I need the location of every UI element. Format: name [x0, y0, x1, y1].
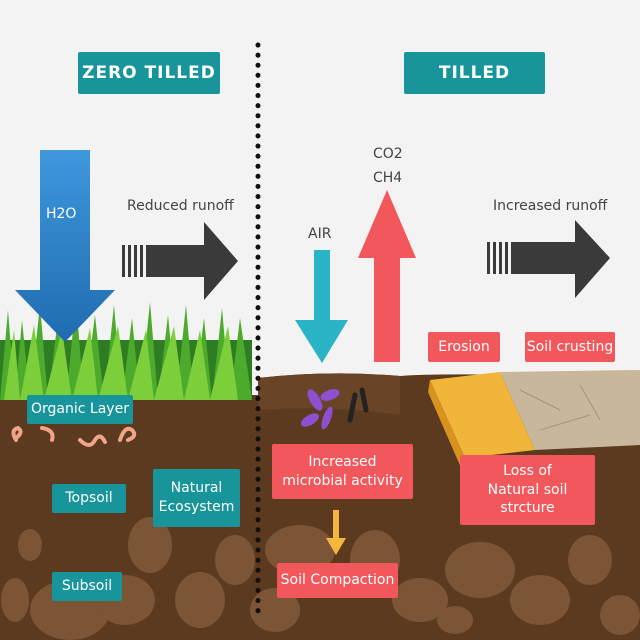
crusted-slab: [500, 370, 640, 450]
soil-compaction-label: Soil Compaction: [277, 563, 398, 598]
compaction-arrow-icon: [326, 510, 346, 555]
header-tilled: TILLED: [404, 52, 545, 94]
rocks: [1, 517, 640, 640]
air-arrow-icon: [295, 250, 348, 363]
erosion-label: Erosion: [428, 332, 500, 362]
microbes: [300, 389, 340, 430]
eroded-slab: [430, 372, 535, 458]
gas-emission-arrow-icon: [358, 190, 416, 362]
air-label: AIR: [308, 226, 332, 242]
microbial-activity-label: Increased microbial activity: [272, 444, 413, 499]
topsoil-label: Topsoil: [52, 484, 126, 513]
increased-runoff-arrow-icon: [487, 220, 610, 298]
ch4-label: CH4: [373, 170, 403, 186]
reduced-runoff-label: Reduced runoff: [127, 198, 234, 214]
increased-runoff-label: Increased runoff: [493, 198, 608, 214]
grass: [0, 300, 252, 400]
natural-ecosystem-label: Natural Ecosystem: [153, 469, 240, 527]
header-zero-tilled: ZERO TILLED: [78, 52, 220, 94]
co2-label: CO2: [373, 146, 403, 162]
water-arrow-icon: [15, 150, 115, 342]
soil-structure-loss-label: Loss of Natural soil strcture: [460, 455, 595, 525]
reduced-runoff-arrow-icon: [122, 222, 238, 300]
earthworms: [11, 425, 137, 447]
water-label: H2O: [46, 206, 77, 222]
organic-layer-label: Organic Layer: [27, 395, 133, 424]
subsoil-label: Subsoil: [52, 572, 122, 601]
soil-crusting-label: Soil crusting: [525, 332, 615, 362]
black-microbes: [347, 387, 369, 423]
